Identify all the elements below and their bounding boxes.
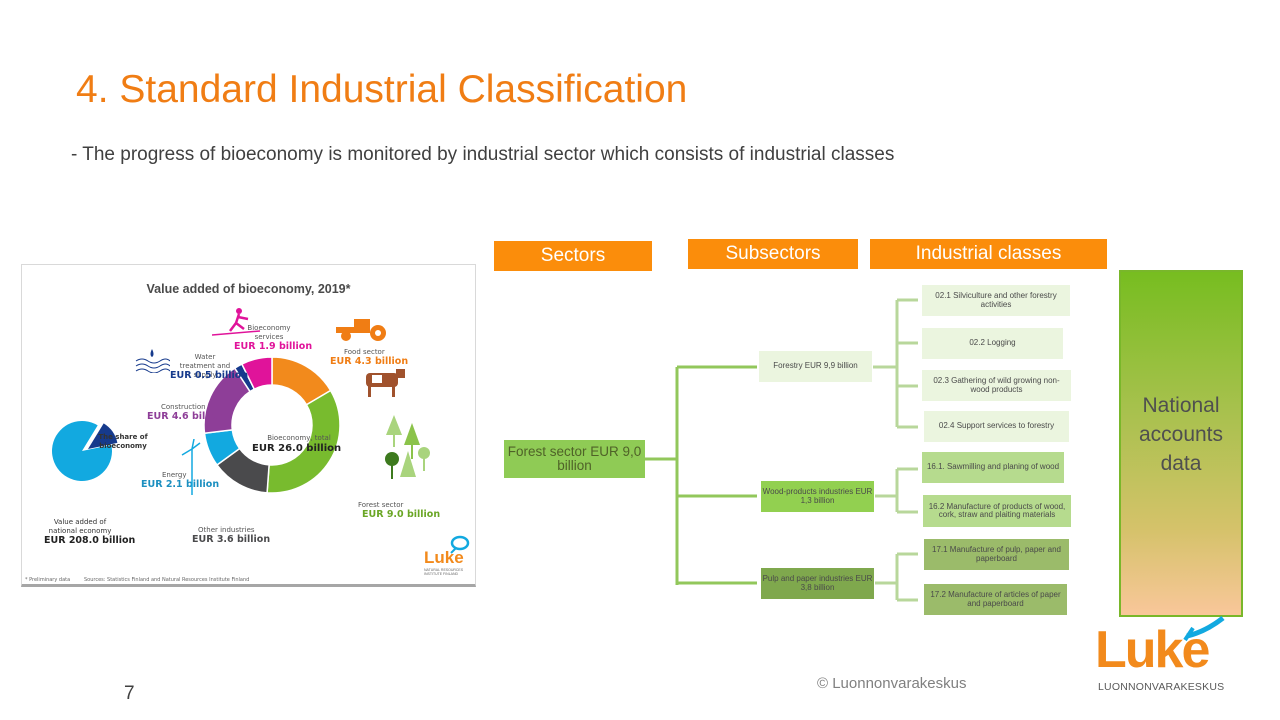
water-label: Water treatment and supply [179, 353, 231, 379]
other-label: Other industries [198, 526, 255, 534]
energy-label: Energy [162, 471, 187, 479]
header-subsectors: Subsectors [688, 239, 858, 269]
food-value: EUR 4.3 billion [330, 356, 409, 367]
slide-title: 4. Standard Industrial Classification [76, 68, 688, 111]
class-connectors [873, 298, 918, 602]
sector-connectors [645, 365, 757, 585]
luke-mini-text: Luke [424, 548, 464, 567]
water-value: EUR 0.5 billion [170, 370, 249, 381]
center-value: EUR 26.0 billion [252, 443, 342, 454]
class-02-2: 02.2 Logging [922, 328, 1063, 359]
construction-label: Construction [161, 403, 206, 411]
class-16-2: 16.2 Manufacture of products of wood, co… [923, 495, 1071, 527]
class-17-1: 17.1 Manufacture of pulp, paper and pape… [924, 539, 1069, 570]
class-02-4: 02.4 Support services to forestry [924, 411, 1069, 442]
share-label: The share of bioeconomy [98, 433, 148, 450]
national-economy-slice [51, 421, 112, 481]
luke-mini-sub1: NATURAL RESOURCES [424, 568, 464, 572]
bioeconomy-infographic: Value added of bioeconomy, 2019* Bioecon… [21, 264, 476, 587]
forest-value: EUR 9.0 billion [362, 509, 441, 520]
sources: Sources: Statistics Finland and Natural … [84, 577, 250, 583]
page-number: 7 [124, 683, 135, 704]
forest-label: Forest sector [358, 501, 404, 509]
national-value: EUR 208.0 billion [44, 535, 136, 546]
leaf-icon [450, 535, 470, 554]
share-pie [51, 421, 118, 481]
class-02-3: 02.3 Gathering of wild growing non-wood … [922, 370, 1071, 401]
subsector-pulp-paper: Pulp and paper industries EUR 3,8 billio… [761, 568, 874, 599]
skier-icon [212, 308, 261, 336]
class-16-1: 16.1. Sawmilling and planing of wood [922, 452, 1064, 483]
windmill-icon [181, 439, 201, 495]
construction-value: EUR 4.6 billion [147, 411, 226, 422]
subsector-forestry: Forestry EUR 9,9 billion [759, 351, 872, 382]
center-label: Bioeconomy, total [267, 434, 331, 442]
copyright: © Luonnonvarakeskus [817, 675, 967, 692]
header-industrial-classes: Industrial classes [870, 239, 1107, 269]
header-sectors: Sectors [494, 241, 652, 271]
tractor-icon [336, 319, 386, 341]
subsector-wood-products: Wood-products industries EUR 1,3 billion [761, 481, 874, 512]
luke-logo-subtitle: LUONNONVARAKESKUS [1098, 681, 1225, 693]
slide-subtitle: - The progress of bioeconomy is monitore… [71, 144, 895, 165]
bioeconomy-share-slice [88, 423, 118, 449]
water-icon [135, 349, 170, 373]
other-value: EUR 3.6 billion [192, 534, 271, 545]
donut-chart [203, 356, 341, 494]
energy-value: EUR 2.1 billion [141, 479, 220, 490]
footnote: * Preliminary data [25, 577, 71, 583]
infographic-title: Value added of bioeconomy, 2019* [146, 282, 351, 296]
food-label: Food sector [344, 348, 385, 356]
sector-forest: Forest sector EUR 9,0 billion [504, 440, 645, 478]
donut-segment-forest-sector [266, 389, 341, 494]
cow-icon [366, 369, 405, 397]
leaf-icon [1183, 616, 1225, 642]
services-value: EUR 1.9 billion [234, 341, 313, 352]
luke-logo-text: Luke [1095, 621, 1210, 679]
services-label: Bioeconomy services [247, 324, 291, 341]
class-02-1: 02.1 Silviculture and other forestry act… [922, 285, 1070, 316]
national-accounts-data: National accounts data [1119, 270, 1243, 617]
national-label: Value added of national economy [48, 518, 112, 535]
luke-mini-sub2: INSTITUTE FINLAND [424, 572, 459, 576]
class-17-2: 17.2 Manufacture of articles of paper an… [924, 584, 1067, 615]
donut-segment-bioeconomy-services [240, 356, 273, 391]
trees-icon [385, 415, 430, 479]
share-percent: 13% [106, 468, 121, 475]
